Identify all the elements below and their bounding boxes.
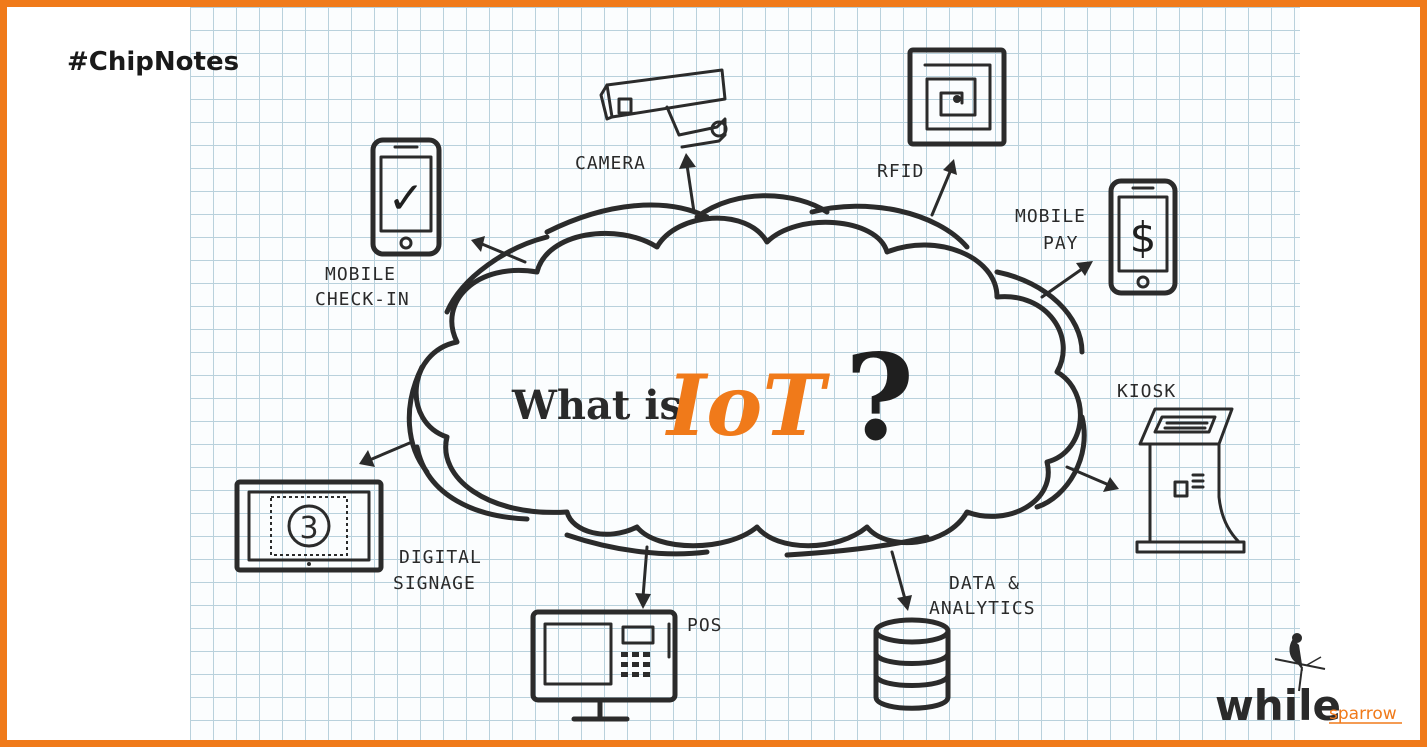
label-rfid: RFID [877,161,924,182]
hashtag-title: #ChipNotes [67,47,240,77]
title-question-mark: ? [845,328,914,467]
arrow-digital-signage [359,440,414,467]
mobile-pay-icon [1108,178,1178,296]
label-mobile-pay-line2: PAY [1043,233,1079,254]
sparrow-icon [1274,633,1326,692]
graph-paper-background [190,7,1300,740]
label-pos: POS [687,615,723,636]
cloud-arc-top-right [809,203,970,250]
label-mobile-checkin-line2: CHECK-IN [315,289,410,310]
arrow-mobile-pay [1040,261,1093,299]
arrow-data-analytics [890,550,912,611]
label-data-analytics-line2: ANALYTICS [929,598,1036,619]
logo-sparrow-text: sparrow [1329,704,1397,724]
cloud-arc-bottom-right [784,534,930,558]
digital-signage-icon [234,479,384,573]
cloud-arc-right [994,269,1085,355]
label-digital-signage-line1: DIGITAL [399,547,482,568]
arrow-mobile-checkin [471,236,527,264]
dollar-icon: $ [1130,213,1157,262]
arrow-camera [679,153,696,214]
countdown-digit: 3 [299,511,318,546]
mobile-checkin-icon [370,137,442,257]
cloud-arc-right-lower [1034,414,1087,510]
label-mobile-checkin-line1: MOBILE [325,264,396,285]
logo-while-text: while [1215,681,1341,730]
arrow-kiosk [1065,465,1119,492]
cloud-arc-bottom-left [414,444,530,522]
rfid-icon [907,47,1007,147]
cloud-arc-top [694,193,830,220]
camera-icon [599,68,728,149]
checkmark-icon: ✓ [388,173,425,224]
label-mobile-pay-line1: MOBILE [1015,206,1086,227]
arrow-pos [635,545,651,609]
cloud-outline [413,215,1083,549]
pos-icon [530,609,678,722]
cloud-arc-left [444,234,550,315]
whilesparrow-logo: while sparrow [1215,633,1402,730]
cloud-arc-bottom [564,532,710,557]
iot-diagram: What is IoT ? [234,47,1402,730]
label-kiosk: KIOSK [1117,381,1176,402]
label-camera: CAMERA [575,153,646,174]
label-digital-signage-line2: SIGNAGE [393,573,476,594]
database-icon [873,617,951,711]
cloud-arc-top-left [544,202,710,235]
title-iot: IoT [665,356,830,455]
title-what-is: What is [511,382,682,429]
arrow-rfid [930,159,957,217]
kiosk-icon [1135,407,1246,554]
label-data-analytics-line1: DATA & [949,573,1020,594]
